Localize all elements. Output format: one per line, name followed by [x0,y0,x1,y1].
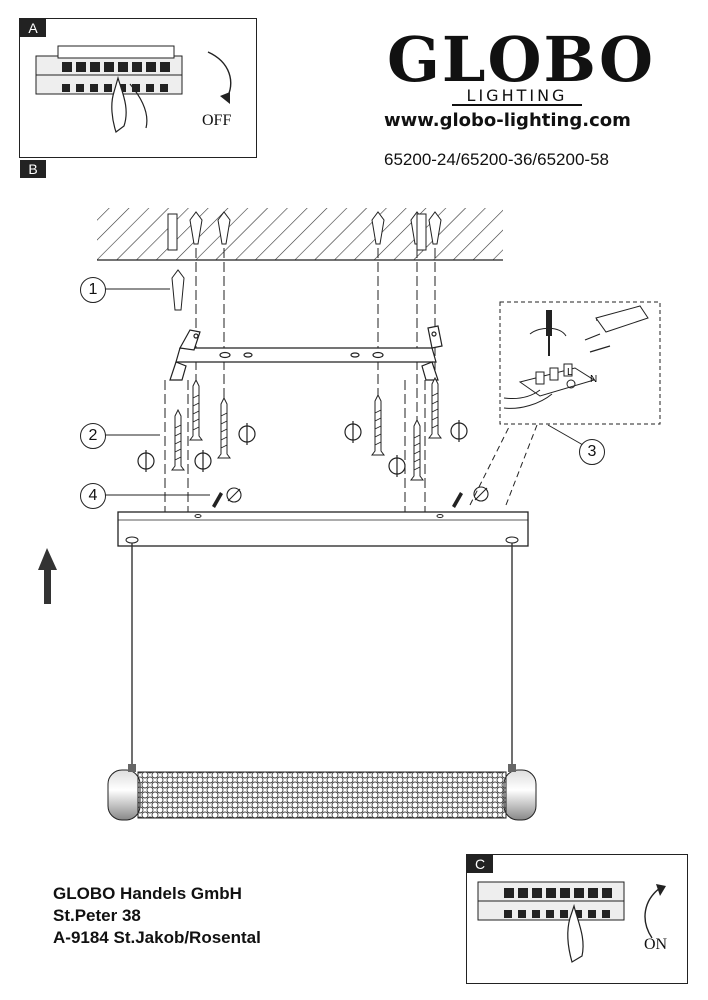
address-city: A-9184 St.Jakob/Rosental [53,928,261,947]
small-screws [212,492,463,508]
terminal-n-label: N [590,374,597,385]
up-arrow [38,548,57,604]
terminal-l-label: L [567,367,573,378]
step-a-tag: A [20,19,46,37]
website-url: www.globo-lighting.com [384,110,631,131]
address-street: St.Peter 38 [53,906,141,925]
globo-logo: GLOBO [386,23,656,96]
callout-1: 1 [80,277,106,303]
callout-3: 3 [579,439,605,465]
breaker-off-drawing [35,45,232,133]
lamp-tube [107,764,537,821]
callout-4: 4 [80,483,106,509]
canopy [117,511,529,547]
wall-plugs [167,211,442,251]
terminal-block [503,305,649,409]
wall-plug-1 [171,269,185,311]
off-label: OFF [202,112,232,129]
step-c-panel [466,854,688,984]
breaker-on-drawing [477,881,666,963]
model-numbers: 65200-24/65200-36/65200-58 [384,150,609,169]
step-b-tag: B [20,160,46,178]
screwdriver-icon [529,310,567,356]
address-company: GLOBO Handels GmbH [53,884,242,903]
on-label: ON [644,936,668,953]
callout-2: 2 [80,423,106,449]
rotate-icons [137,420,468,477]
mounting-bracket [169,325,443,381]
lighting-logo: LIGHTING [452,88,582,106]
earth-icon [566,379,576,389]
screw-threads [174,392,439,471]
screws [171,376,442,481]
step-c-tag: C [467,855,493,873]
guide-lines [164,248,436,512]
ceiling [97,208,503,260]
